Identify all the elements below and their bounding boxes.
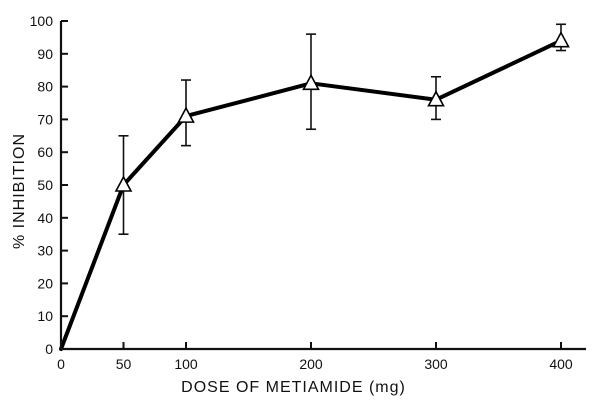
x-tick-label: 0	[57, 356, 65, 372]
data-point-triangle	[427, 90, 445, 107]
y-tick-label: 30	[37, 243, 53, 259]
y-tick-label: 100	[30, 13, 54, 29]
x-tick-label: 100	[174, 356, 198, 372]
y-tick-label: 50	[37, 177, 53, 193]
error-bars	[118, 23, 566, 235]
y-tick-label: 70	[37, 111, 53, 127]
data-point-triangle	[177, 106, 195, 123]
data-point-triangle	[114, 175, 133, 192]
y-tick-label: 60	[37, 144, 53, 160]
y-tick-label: 10	[37, 308, 53, 324]
data-markers	[114, 30, 570, 192]
y-axis-ticks: 0 10 20 30 40 50 60 70 80 90 100	[30, 13, 68, 357]
x-tick-label: 400	[549, 356, 573, 372]
data-point-triangle	[552, 30, 570, 48]
x-axis-label: DOSE OF METIAMIDE (mg)	[181, 379, 406, 396]
series-line	[59, 38, 563, 351]
x-tick-label: 200	[299, 356, 323, 372]
data-point-triangle	[302, 73, 320, 91]
y-tick-label: 80	[37, 79, 53, 95]
y-tick-label: 90	[37, 46, 53, 62]
y-tick-label: 40	[37, 210, 53, 226]
x-axis-ticks: 0 50 100 200 300 400	[57, 342, 573, 372]
y-tick-label: 0	[45, 341, 53, 357]
x-tick-label: 50	[116, 356, 132, 372]
y-axis-label: % INHIBITION	[11, 133, 28, 249]
y-tick-label: 20	[37, 275, 53, 291]
x-tick-label: 300	[424, 356, 448, 372]
